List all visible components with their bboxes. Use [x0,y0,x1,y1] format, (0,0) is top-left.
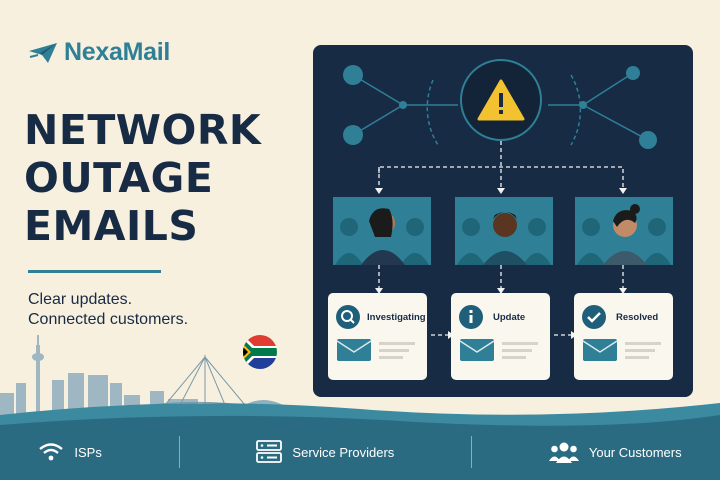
search-icon [336,305,360,329]
footer-label: Your Customers [588,444,682,460]
envelope-icon [337,339,415,361]
footer-label: Service Providers [292,444,395,460]
footer-label: ISPs [74,444,102,460]
paper-plane-icon [29,42,57,63]
brand-logo: NexaMail [28,38,170,67]
headline-line: OUTAGE [24,154,214,202]
south-africa-flag-icon [243,335,277,369]
envelope-icon [460,339,538,361]
tagline-line: Clear updates. [28,291,133,308]
card-label: Update [493,312,526,323]
card-label: Investigating [367,312,426,323]
footer-item-your-customers: Your Customers [548,441,682,463]
headline-line: EMAILS [24,202,199,250]
footer-item-service-providers: Service Providers [256,440,394,464]
footer-item-isps: ISPs [38,442,102,462]
customer-group-panel [455,197,553,265]
info-icon [459,305,483,329]
tagline-line: Connected customers. [28,311,189,328]
envelope-icon [583,339,661,361]
server-icon [256,440,283,463]
status-card-update: Update [451,293,550,380]
footer-wave [0,403,720,480]
card-label: Resolved [616,312,659,323]
divider-rule [28,270,161,273]
footer-divider [178,436,180,468]
wifi-icon [39,443,64,461]
page-title: NETWORK OUTAGE EMAILS [24,106,314,250]
brand-name: NexaMail [64,38,170,66]
people-icon [548,442,579,463]
footer-bar: ISPs Service Providers Your Customers [0,432,720,472]
status-card-resolved: Resolved [574,293,673,380]
customer-group-panel [333,197,431,265]
outage-flow-diagram: Investigating Update Resolved [313,45,693,397]
check-icon [582,305,606,329]
person-silhouette-icon [457,212,551,265]
footer-divider [471,436,473,468]
customer-group-panel [575,197,673,265]
tagline: Clear updates. Connected customers. [28,290,188,330]
status-card-investigating: Investigating [328,293,427,380]
headline-line: NETWORK [24,106,262,154]
warning-icon [477,79,525,121]
person-silhouette-icon [577,204,671,265]
person-silhouette-icon [335,208,429,265]
